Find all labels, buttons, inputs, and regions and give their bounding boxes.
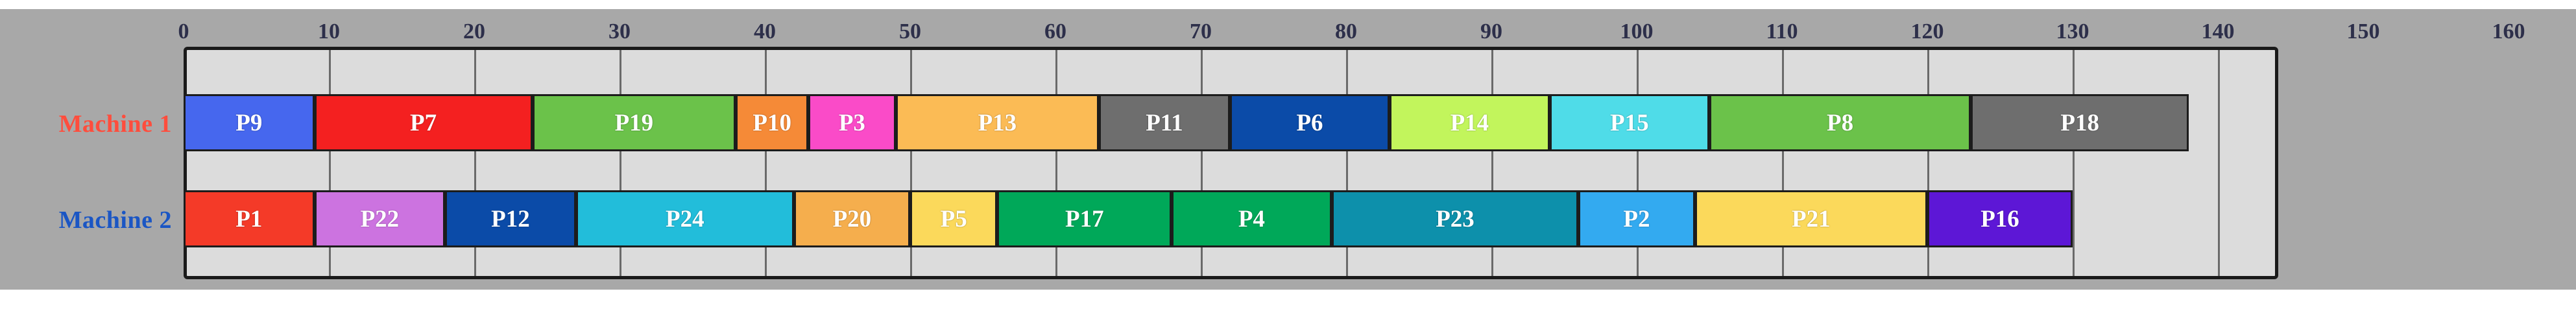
task-bar-label: P5	[940, 205, 967, 232]
task-bar-label: P2	[1623, 205, 1650, 232]
task-bar-label: P23	[1436, 205, 1475, 232]
x-gridline	[1346, 50, 1348, 276]
task-bar-label: P21	[1791, 205, 1831, 232]
x-axis-tick-label: 40	[754, 19, 776, 44]
x-axis-tick-label: 60	[1044, 19, 1066, 44]
x-gridline	[1491, 50, 1493, 276]
x-axis-tick-label: 20	[463, 19, 485, 44]
task-bar[interactable]: P4	[1172, 190, 1332, 247]
task-bar[interactable]: P10	[736, 94, 809, 151]
x-gridline	[1201, 50, 1203, 276]
task-bar-label: P4	[1238, 205, 1265, 232]
x-axis-tick-label: 100	[1620, 19, 1654, 44]
task-bar[interactable]: P5	[910, 190, 998, 247]
x-gridline	[329, 50, 331, 276]
x-gridline	[474, 50, 476, 276]
task-bar-label: P14	[1450, 109, 1489, 136]
x-gridline	[910, 50, 912, 276]
task-bar[interactable]: P16	[1927, 190, 2073, 247]
task-bar[interactable]: P21	[1694, 190, 1927, 247]
task-bar-label: P10	[752, 109, 791, 136]
task-bar[interactable]: P18	[1971, 94, 2189, 151]
task-bar[interactable]: P12	[445, 190, 576, 247]
task-bar[interactable]: P22	[314, 190, 446, 247]
task-bar-label: P8	[1827, 109, 1854, 136]
task-bar[interactable]: P20	[793, 190, 910, 247]
plot-area-inner	[187, 50, 2275, 276]
task-bar[interactable]: P2	[1578, 190, 1695, 247]
task-bar[interactable]: P1	[184, 190, 315, 247]
task-bar-label: P9	[235, 109, 263, 136]
x-gridline	[1782, 50, 1784, 276]
x-axis-tick-label: 10	[318, 19, 340, 44]
task-bar[interactable]: P6	[1229, 94, 1390, 151]
x-axis-tick-label: 160	[2492, 19, 2525, 44]
x-gridline	[620, 50, 621, 276]
task-bar-label: P6	[1296, 109, 1323, 136]
task-bar[interactable]: P7	[314, 94, 533, 151]
task-bar[interactable]: P11	[1099, 94, 1230, 151]
task-bar-label: P22	[360, 205, 400, 232]
task-bar-label: P19	[614, 109, 654, 136]
task-bar[interactable]: P24	[575, 190, 794, 247]
task-bar-label: P1	[235, 205, 263, 232]
x-gridline	[1927, 50, 1929, 276]
task-bar-label: P13	[978, 109, 1017, 136]
task-bar-label: P3	[838, 109, 865, 136]
task-bar-label: P17	[1065, 205, 1104, 232]
task-bar-label: P15	[1609, 109, 1649, 136]
task-bar-label: P7	[410, 109, 437, 136]
machine-label-1: Machine 1	[58, 110, 172, 138]
task-bar[interactable]: P3	[808, 94, 896, 151]
task-bar-label: P20	[832, 205, 872, 232]
x-axis-tick-label: 120	[1910, 19, 1944, 44]
task-bar-label: P18	[2060, 109, 2099, 136]
x-axis-tick-label: 50	[899, 19, 921, 44]
task-bar-label: P11	[1146, 109, 1183, 136]
task-bar-label: P16	[1980, 205, 2019, 232]
x-axis-tick-label: 130	[2056, 19, 2089, 44]
task-bar[interactable]: P17	[997, 190, 1172, 247]
x-gridline	[1055, 50, 1057, 276]
task-bar-label: P24	[665, 205, 704, 232]
x-gridline	[2073, 50, 2075, 276]
x-axis-tick-label: 80	[1335, 19, 1357, 44]
x-gridline	[1637, 50, 1639, 276]
x-gridline	[2218, 50, 2220, 276]
x-axis-tick-strip: 0 10 20 30 40 50 60 70 80 90 100 110 120 130 140 150 160	[0, 9, 2576, 47]
task-bar[interactable]: P14	[1390, 94, 1550, 151]
task-bar[interactable]: P13	[895, 94, 1100, 151]
machine-label-2: Machine 2	[58, 207, 172, 234]
x-axis-tick-label: 150	[2346, 19, 2380, 44]
x-gridline	[765, 50, 767, 276]
task-bar[interactable]: P9	[184, 94, 315, 151]
x-axis-tick-label: 140	[2201, 19, 2235, 44]
task-bar-label: P12	[491, 205, 530, 232]
task-bar[interactable]: P15	[1549, 94, 1709, 151]
task-bar[interactable]: P19	[532, 94, 736, 151]
x-axis-tick-label: 110	[1766, 19, 1798, 44]
x-axis-tick-label: 0	[178, 19, 189, 44]
task-bar[interactable]: P8	[1709, 94, 1971, 151]
x-axis-tick-label: 90	[1480, 19, 1502, 44]
task-bar[interactable]: P23	[1331, 190, 1579, 247]
x-axis-tick-label: 30	[608, 19, 631, 44]
x-axis-tick-label: 70	[1190, 19, 1212, 44]
